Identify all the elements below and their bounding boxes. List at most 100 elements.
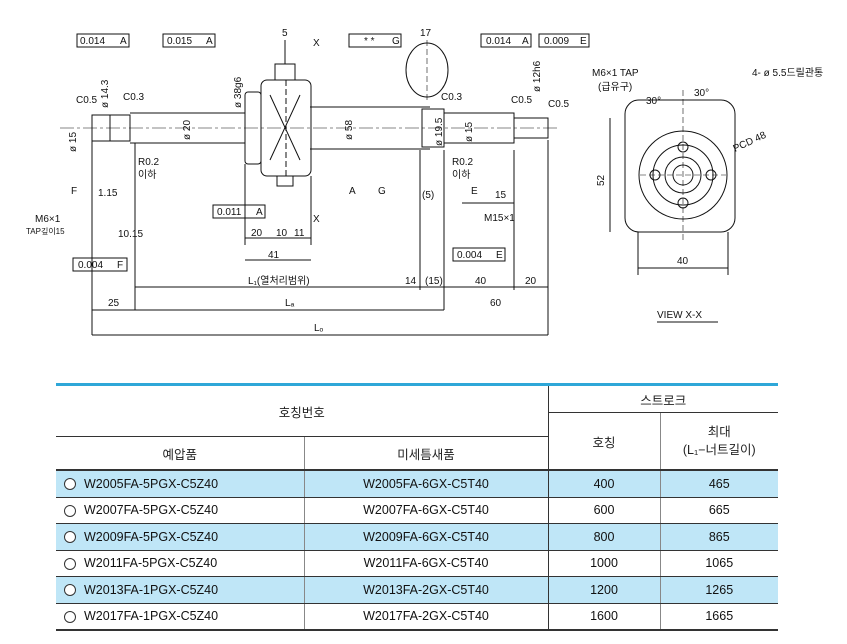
tol-datum-1: A [120, 36, 127, 47]
stroke-max: 865 [660, 523, 779, 551]
view-height-52: 52 [596, 174, 607, 186]
preload-model: W2011FA-5PGX-C5Z40 [84, 556, 218, 571]
chamfer-c03-a: C0.3 [123, 92, 145, 103]
row-radio[interactable] [64, 557, 76, 570]
tap-m6: M6×1 [35, 214, 61, 225]
dim-14: 14 [405, 276, 417, 287]
stroke-max: 465 [660, 470, 779, 498]
clearance-model: W2009FA-6GX-C5T40 [304, 523, 549, 551]
row-radio[interactable] [64, 478, 76, 491]
header-part-number: 호칭번호 [56, 384, 549, 437]
preload-model: W2007FA-5PGX-C5Z40 [84, 503, 219, 518]
ball-screw-drawing: 0.014 A 0.015 A * * G 0.014 A 0.009 E 0.… [26, 28, 823, 336]
header-stroke: 스트로크 [548, 384, 779, 413]
dim-40: 40 [475, 276, 487, 287]
chamfer-c05-b: C0.5 [511, 95, 533, 106]
row-radio[interactable] [64, 610, 76, 623]
tol-perp-1-datum: A [256, 207, 263, 218]
table-row[interactable]: W2017FA-1PGX-C5Z40 W2017FA-2GX-C5T40 160… [56, 603, 779, 631]
stroke-max: 1265 [660, 576, 779, 604]
dim-la: Lₐ [285, 298, 295, 309]
dim-20: 20 [251, 228, 263, 239]
stroke-nominal: 600 [548, 497, 661, 524]
stroke-nominal: 1000 [548, 550, 661, 577]
tol-datum-2: A [206, 36, 213, 47]
radius-r02-a: R0.2 [138, 157, 160, 168]
header-max-sub: (L₁−너트길이) [682, 443, 756, 457]
view-tap-label: M6×1 TAP [592, 68, 639, 79]
section-x-bottom: X [313, 214, 320, 225]
dim-10-15: 10.15 [118, 229, 143, 240]
dim-dia-20: ø 20 [182, 120, 193, 140]
dim-17: 17 [420, 28, 432, 39]
dim-60: 60 [490, 298, 502, 309]
dim-11: 11 [294, 228, 305, 239]
tap-depth: TAP깊이15 [26, 226, 65, 236]
stroke-max: 1065 [660, 550, 779, 577]
table-row[interactable]: W2005FA-5PGX-C5Z40 W2005FA-6GX-C5T40 400… [56, 470, 779, 498]
tol-runout-3: 0.014 [486, 36, 511, 47]
table-row[interactable]: W2007FA-5PGX-C5Z40 W2007FA-6GX-C5T40 600… [56, 497, 779, 524]
dim-5-paren: (5) [422, 190, 434, 201]
datum-g: G [378, 186, 386, 197]
tol-perp-2: 0.004 [78, 260, 103, 271]
tol-perp-3-datum: E [496, 250, 503, 261]
model-table: 호칭번호 스트로크 호칭 최대 (L₁−너트길이) 예압품 미세틈새품 W200… [56, 383, 779, 631]
stroke-nominal: 1200 [548, 576, 661, 604]
clearance-model: W2013FA-2GX-C5T40 [304, 576, 549, 604]
section-x-top: X [313, 38, 320, 49]
clearance-model: W2011FA-6GX-C5T40 [304, 550, 549, 577]
dim-dia-19-5: ø 19.5 [434, 117, 445, 146]
view-width-40: 40 [677, 256, 689, 267]
thread-m15: M15×1 [484, 213, 515, 224]
preload-model: W2017FA-1PGX-C5Z40 [84, 609, 219, 624]
table-row[interactable]: W2011FA-5PGX-C5Z40 W2011FA-6GX-C5T40 100… [56, 550, 779, 577]
header-clearance: 미세틈새품 [304, 436, 549, 471]
dim-lo: Lₒ [314, 323, 324, 334]
dim-dia-12: ø 12h6 [532, 60, 543, 92]
row-radio[interactable] [64, 584, 76, 597]
dim-25: 25 [108, 298, 120, 309]
tol-flatness: * * [364, 36, 375, 47]
table-row[interactable]: W2009FA-5PGX-C5Z40 W2009FA-6GX-C5T40 800… [56, 523, 779, 551]
clearance-model: W2017FA-2GX-C5T40 [304, 603, 549, 631]
table-row[interactable]: W2013FA-1PGX-C5Z40 W2013FA-2GX-C5T40 120… [56, 576, 779, 604]
stroke-nominal: 400 [548, 470, 661, 498]
tol-datum-4: E [580, 36, 587, 47]
tol-runout-1: 0.014 [80, 36, 105, 47]
view-caption: VIEW X-X [657, 310, 702, 321]
view-tap-sub: (급유구) [598, 81, 632, 93]
view-pcd: PCD 48 [732, 130, 769, 155]
preload-model: W2009FA-5PGX-C5Z40 [84, 529, 219, 544]
row-radio[interactable] [64, 531, 76, 544]
dim-dia-58: ø 58 [344, 120, 355, 140]
stroke-max: 665 [660, 497, 779, 524]
preload-model: W2013FA-1PGX-C5Z40 [84, 582, 219, 597]
row-radio[interactable] [64, 504, 76, 517]
dim-5: 5 [282, 28, 288, 39]
header-nominal: 호칭 [548, 412, 661, 471]
tol-datum-3: A [522, 36, 529, 47]
tol-runout-2: 0.015 [167, 36, 192, 47]
stroke-nominal: 1600 [548, 603, 661, 631]
header-max-label: 최대 [707, 425, 731, 439]
radius-r02-a-note: 이하 [138, 168, 156, 181]
tol-perp-2-datum: F [117, 260, 123, 271]
radius-r02-b: R0.2 [452, 157, 474, 168]
stroke-nominal: 800 [548, 523, 661, 551]
dim-10: 10 [276, 228, 288, 239]
view-angle-2: 30° [694, 88, 709, 99]
dim-dia-15b: ø 15 [464, 122, 475, 142]
dim-dia-15: ø 15 [68, 132, 79, 152]
tol-perp-3: 0.004 [457, 250, 482, 261]
clearance-model: W2005FA-6GX-C5T40 [304, 470, 549, 498]
tol-perp-1: 0.011 [217, 207, 242, 218]
preload-model: W2005FA-5PGX-C5Z40 [84, 476, 219, 491]
stroke-max: 1665 [660, 603, 779, 631]
view-angle-1: 30° [646, 96, 661, 107]
dim-20b: 20 [525, 276, 537, 287]
header-preload: 예압품 [56, 436, 305, 471]
tol-runout-4: 0.009 [544, 36, 569, 47]
dim-1-15: 1.15 [98, 188, 118, 199]
chamfer-c03-b: C0.3 [441, 92, 463, 103]
